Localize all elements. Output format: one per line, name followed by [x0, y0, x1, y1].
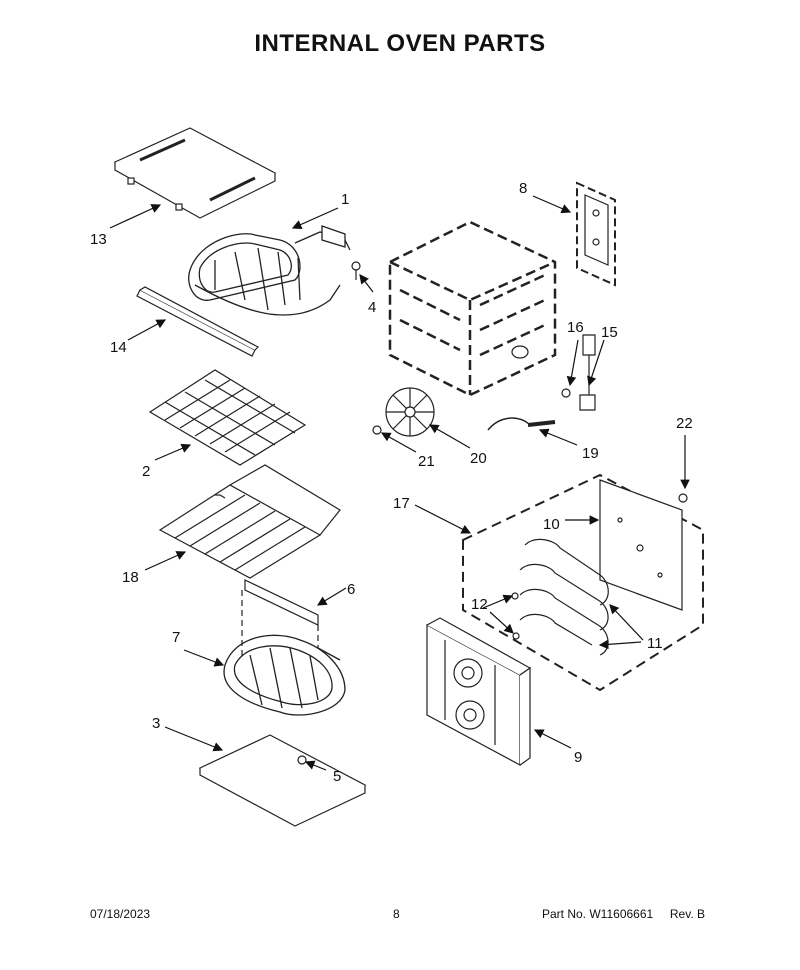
part-22-screw — [678, 493, 688, 503]
part-number: W11606661 — [589, 907, 654, 921]
callout-17: 17 — [393, 495, 410, 512]
footer-date: 07/18/2023 — [90, 907, 151, 921]
part-label: Part No. — [542, 907, 587, 921]
callout-15: 15 — [601, 324, 618, 341]
callout-11: 11 — [647, 635, 663, 652]
part-5-screw — [297, 755, 307, 765]
callout-21: 21 — [418, 453, 435, 470]
part-14-rail — [136, 286, 259, 357]
part-15-16-sensor — [561, 334, 596, 411]
rev-label: Rev. — [669, 907, 694, 921]
rev-value: B — [697, 907, 706, 921]
part-4-screw — [351, 261, 361, 280]
part-10-rear-panel — [599, 479, 683, 611]
callout-20: 20 — [470, 450, 487, 467]
cavity-fan-mount — [511, 345, 529, 359]
callout-4: 4 — [368, 299, 376, 316]
part-20-fan-blade — [385, 387, 435, 437]
part-6-bracket — [244, 579, 319, 626]
callout-5: 5 — [333, 768, 341, 785]
part-21-nut — [372, 425, 382, 435]
callout-16: 16 — [567, 319, 584, 336]
callout-14: 14 — [110, 339, 127, 356]
callout-22: 22 — [676, 415, 693, 432]
callout-18: 18 — [122, 569, 139, 586]
callout-7: 7 — [172, 629, 180, 646]
callout-3: 3 — [152, 715, 160, 732]
part-18-glide-rack — [158, 464, 341, 579]
oven-cavity — [388, 220, 557, 397]
callout-labels: 1 2 3 4 5 6 7 8 9 10 11 12 13 14 15 16 1… — [90, 180, 693, 785]
part-11-convection-element — [519, 538, 609, 656]
part-19-probe — [487, 417, 556, 431]
footer-part-info: Part No. W11606661 Rev. B — [542, 907, 705, 921]
part-2-oven-rack — [148, 369, 307, 466]
part-17-group-outline — [462, 473, 704, 692]
part-12-screws — [511, 592, 520, 640]
callout-10: 10 — [543, 516, 560, 533]
callout-12: 12 — [471, 596, 488, 613]
callout-8: 8 — [519, 180, 527, 197]
callout-19: 19 — [582, 445, 599, 462]
leader-arrows — [109, 195, 690, 771]
callout-13: 13 — [90, 231, 107, 248]
callout-9: 9 — [574, 749, 582, 766]
page-title: INTERNAL OVEN PARTS — [254, 30, 546, 57]
part-13-cover-plate — [113, 127, 277, 219]
footer-page-number: 8 — [393, 907, 400, 921]
part-1-broil-element — [188, 225, 351, 316]
part-3-bottom-tray — [198, 734, 367, 827]
part-7-bake-element — [223, 634, 346, 716]
part-9-fan-housing — [426, 617, 532, 767]
callout-6: 6 — [347, 581, 355, 598]
callout-2: 2 — [142, 463, 150, 480]
callout-1: 1 — [341, 191, 349, 208]
part-8-bracket — [576, 181, 616, 287]
